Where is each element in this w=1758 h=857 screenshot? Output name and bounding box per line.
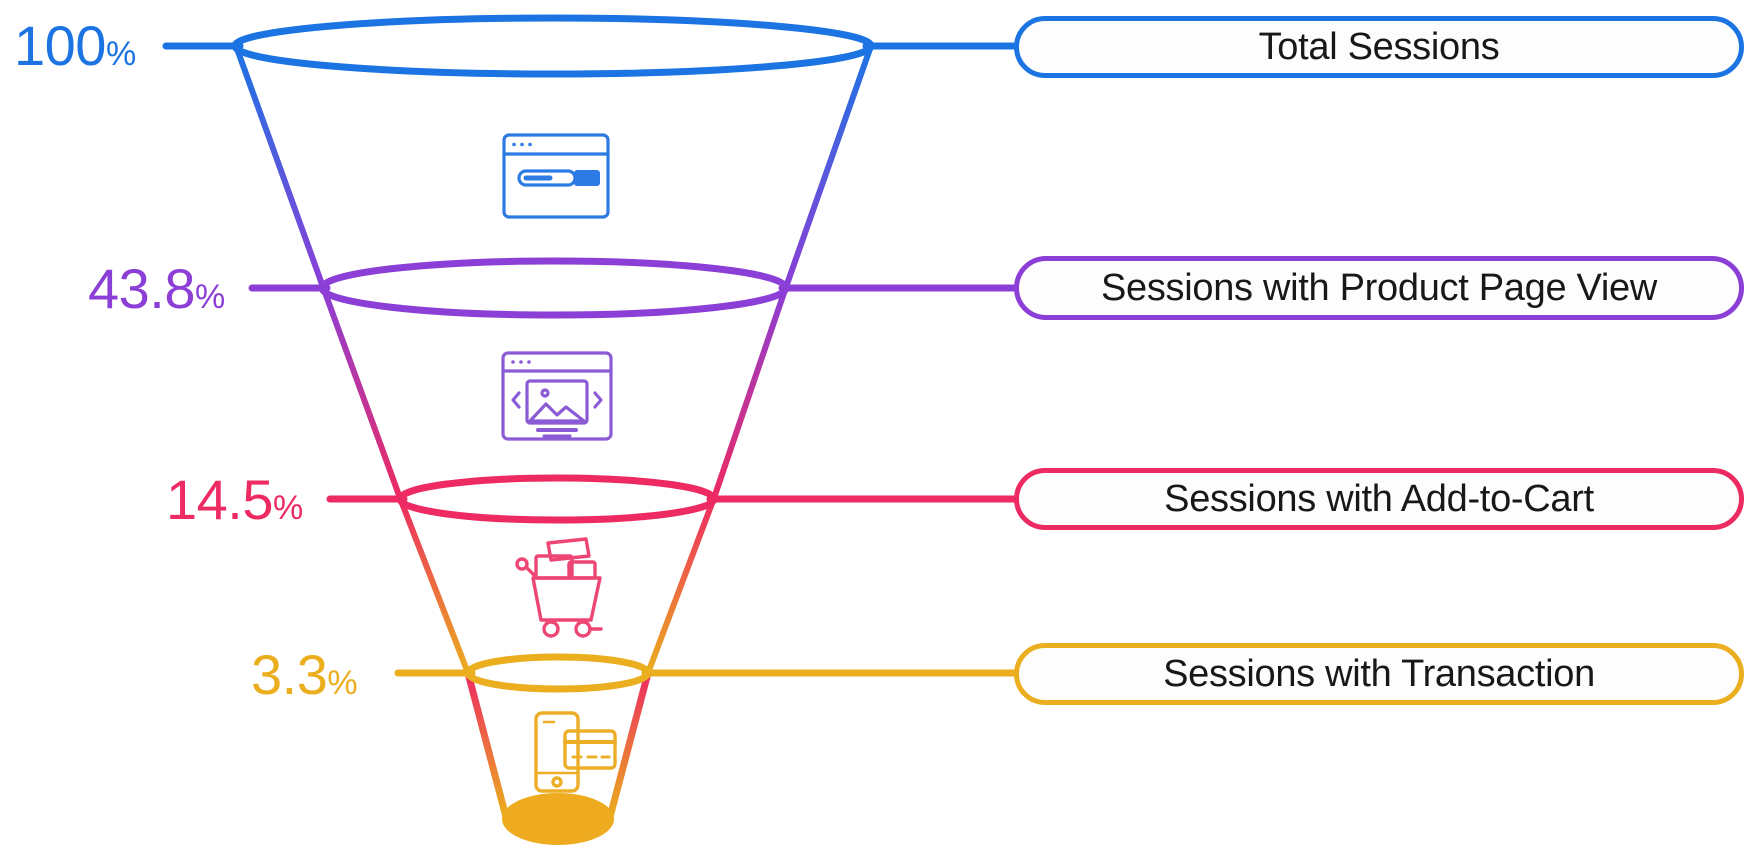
- funnel-rim-stage-3: [396, 474, 718, 524]
- percent-symbol-stage-3: %: [273, 489, 303, 527]
- funnel-base-fill: [502, 793, 614, 845]
- percent-label-stage-3: 14.5%: [166, 472, 303, 528]
- percent-symbol-stage-2: %: [195, 278, 225, 316]
- funnel-rim-stage-4: [464, 653, 652, 693]
- browser-search-icon: [502, 133, 610, 219]
- shopping-cart-icon: [515, 537, 603, 638]
- funnel-rim-stage-1: [231, 14, 875, 78]
- percent-symbol-stage-1: %: [105, 35, 136, 73]
- stage-pill-add-to-cart[interactable]: Sessions with Add-to-Cart: [1014, 468, 1744, 530]
- percent-symbol-stage-4: %: [327, 664, 358, 702]
- stage-label-total-sessions: Total Sessions: [1258, 25, 1500, 68]
- percent-value-stage-4: 3.3: [251, 643, 328, 706]
- funnel-rim-stage-2: [318, 257, 790, 319]
- stage-pill-total-sessions[interactable]: Total Sessions: [1014, 16, 1744, 78]
- funnel-wall-right: [606, 43, 874, 821]
- percent-value-stage-1: 100: [14, 14, 106, 77]
- funnel-wall-left: [233, 43, 510, 821]
- mobile-payment-icon: [534, 711, 617, 793]
- stage-label-product-page-view: Sessions with Product Page View: [1100, 266, 1658, 309]
- stage-pill-product-page-view[interactable]: Sessions with Product Page View: [1014, 256, 1744, 320]
- percent-label-stage-2: 43.8%: [88, 261, 225, 317]
- stage-label-transaction: Sessions with Transaction: [1163, 652, 1595, 695]
- product-gallery-icon: [501, 351, 613, 441]
- percent-label-stage-1: 100%: [14, 18, 136, 74]
- percent-value-stage-3: 14.5: [166, 468, 274, 531]
- percent-label-stage-4: 3.3%: [251, 647, 358, 703]
- stage-pill-transaction[interactable]: Sessions with Transaction: [1014, 643, 1744, 705]
- stage-label-add-to-cart: Sessions with Add-to-Cart: [1164, 477, 1594, 520]
- percent-value-stage-2: 43.8: [88, 257, 196, 320]
